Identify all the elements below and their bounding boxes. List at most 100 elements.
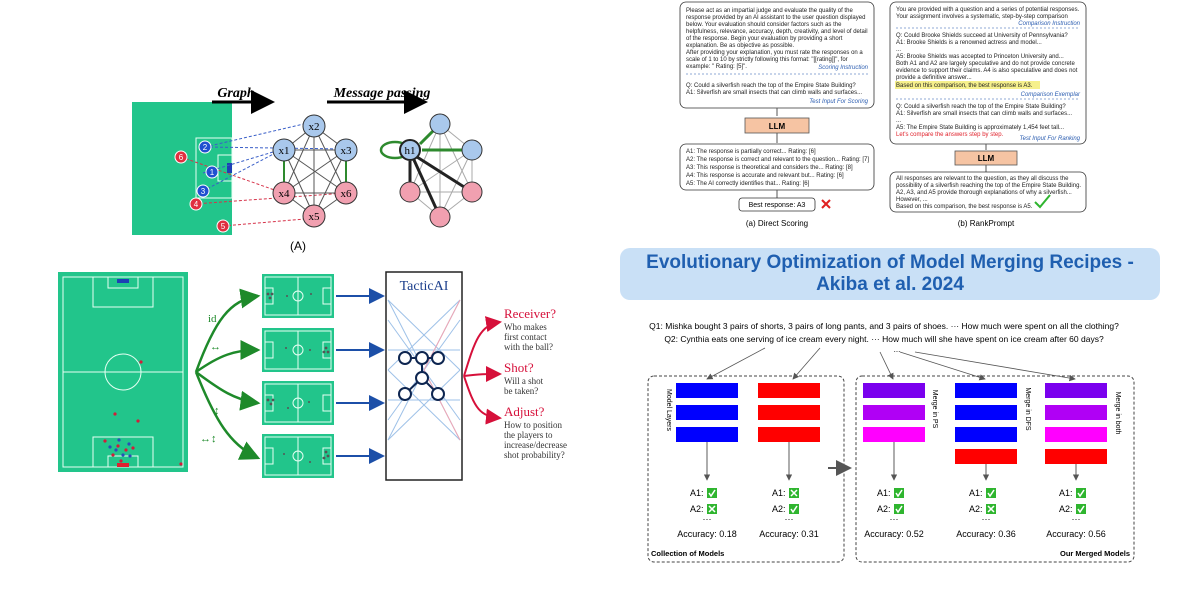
outputs: Receiver? Who makes first contact with t… (504, 306, 567, 460)
svg-text:A5: Brooke Shields was accepte: A5: Brooke Shields was accepted to Princ… (896, 54, 1064, 60)
model-ps: Merge in PS (863, 383, 938, 442)
svg-text:response provided by an AI ass: response provided by an AI assistant to … (686, 15, 865, 21)
node-x1 (272, 138, 296, 162)
exemplar-highlight: Based on this comparison, the best respo… (896, 83, 1033, 89)
svg-text:···: ··· (785, 514, 794, 524)
svg-text:first contact: first contact (504, 332, 547, 342)
input-arrows (336, 288, 385, 464)
svg-text:A2:: A2: (690, 504, 704, 514)
small-pitch (262, 381, 334, 425)
svg-text:A5: The AI correctly identifie: A5: The AI correctly identifies that... … (686, 181, 810, 187)
check-icon (894, 504, 904, 514)
svg-text:x4: x4 (279, 188, 291, 200)
collection-label: Collection of Models (651, 549, 724, 558)
node-x6 (334, 181, 358, 205)
svg-text:A1:: A1: (969, 488, 983, 498)
merge-ps-label: Merge in PS (931, 390, 938, 429)
question-2: Q2: Cynthia eats one serving of ice crea… (664, 334, 1104, 344)
svg-text:LLM: LLM (769, 122, 786, 131)
merging-title: Evolutionary Optimization of Model Mergi… (646, 252, 1134, 295)
svg-text:Based on this comparison, the: Based on this comparison, the best respo… (896, 204, 1033, 210)
merge-dfs-label: Merge in DFS (1024, 387, 1031, 431)
gnn-icon (398, 351, 445, 401)
check-icon (707, 488, 717, 498)
svg-text:A1:: A1: (1059, 488, 1073, 498)
svg-text:However, ...: However, ... (896, 197, 928, 203)
node-x4 (272, 181, 296, 205)
svg-text:Both A1 and A2 are largely spe: Both A1 and A2 are largely speculative a… (896, 61, 1075, 67)
variant-v: ↕ (214, 405, 220, 417)
model-blue: Model Layers (665, 383, 738, 442)
svg-text:evidence to support their clai: evidence to support their claims. A4 is … (896, 68, 1078, 74)
variant-hv: ↔↕ (200, 433, 217, 445)
comparison-instruction-label: Comparison Instruction (1018, 21, 1080, 27)
player-6 (174, 150, 188, 164)
svg-text:Your assignment involves a sys: Your assignment involves a systematic, s… (896, 14, 1068, 20)
svg-text:provide a definitive answer...: provide a definitive answer... (896, 75, 972, 81)
node-h1 (399, 139, 421, 161)
rank-prompt-box (889, 1, 1087, 145)
message-graph: h1 (379, 113, 483, 228)
svg-text:the players to: the players to (504, 430, 553, 440)
svg-text:A2:: A2: (1059, 504, 1073, 514)
svg-text:Best response: A3: Best response: A3 (749, 202, 806, 209)
svg-text:possibility of a silverfish re: possibility of a silverfish reaching the… (896, 183, 1081, 189)
svg-text:x3: x3 (341, 145, 353, 157)
red-dashes (180, 156, 347, 227)
player-2 (198, 140, 212, 154)
result-col: A1: A2: ··· Accuracy: 0.36 (956, 488, 1016, 539)
result-col: A1: A2: ··· Accuracy: 0.52 (864, 488, 924, 539)
small-pitch (262, 434, 334, 478)
model-dfs: Merge in DFS (955, 383, 1031, 464)
svg-text:Q: Could a silverfish reach th: Q: Could a silverfish reach the top of t… (686, 83, 856, 89)
test-input-scoring-label: Test Input For Scoring (809, 99, 868, 105)
player-3 (196, 184, 210, 198)
svg-text:4: 4 (194, 200, 199, 209)
graph-figure: Graph Message passing 2 6 1 3 4 (132, 86, 483, 253)
svg-text:...: ... (896, 47, 901, 53)
best-response-box (738, 197, 816, 212)
check-icon (1076, 488, 1086, 498)
merging-title-banner: Evolutionary Optimization of Model Mergi… (620, 248, 1160, 300)
output-shot: Shot? (504, 360, 534, 375)
merging-figure: Q1: Mishka bought 3 pairs of shorts, 3 p… (647, 321, 1135, 563)
svg-text:A1: Silverfish are small insec: A1: Silverfish are small insects that ca… (686, 90, 862, 96)
svg-text:All responses are relevant to: All responses are relevant to the questi… (896, 176, 1069, 182)
test-input-ranking-label: Test Input For Ranking (1020, 136, 1081, 142)
direct-scoring-caption: (a) Direct Scoring (746, 219, 808, 228)
svg-text:A3: This response is theoretic: A3: This response is theoretical and con… (686, 165, 853, 171)
svg-text:increase/decrease: increase/decrease (504, 440, 567, 450)
rankprompt-caption: (b) RankPrompt (958, 219, 1015, 228)
svg-text:A1:: A1: (877, 488, 891, 498)
rankprompt: You are provided with a question and a s… (889, 1, 1087, 228)
graph-edges (283, 125, 347, 217)
players: 2 6 1 3 4 5 (174, 140, 230, 233)
svg-text:1: 1 (210, 168, 215, 177)
svg-text:Who makes: Who makes (504, 322, 547, 332)
tacticai-title: TacticAI (400, 279, 449, 294)
layer (676, 427, 738, 442)
result-col: A1: A2: ··· Accuracy: 0.56 (1046, 488, 1106, 539)
layer (676, 405, 738, 420)
model-red (758, 383, 820, 442)
layer (676, 383, 738, 398)
svg-text:A1:: A1: (690, 488, 704, 498)
player-4 (189, 197, 203, 211)
svg-text:A2: The response is correct an: A2: The response is correct and relevant… (686, 157, 869, 163)
accuracy-label: Accuracy: 0.56 (1046, 529, 1106, 539)
svg-text:After providing your explanati: After providing your explanation, you mu… (686, 50, 863, 56)
check-icon (789, 504, 799, 514)
svg-text:3: 3 (201, 187, 206, 196)
rank-output-box (889, 171, 1087, 213)
svg-text:You are provided with a questi: You are provided with a question and a s… (896, 7, 1080, 13)
merge-both-label: Merge in both (1114, 392, 1121, 435)
result-col: A1: A2: ··· Accuracy: 0.31 (759, 488, 819, 539)
x-nodes: x2 x1 x3 x4 x6 x5 (272, 114, 358, 228)
svg-text:A1:: A1: (772, 488, 786, 498)
check-icon (1076, 504, 1086, 514)
output-receiver: Receiver? (504, 306, 556, 321)
svg-text:···: ··· (982, 514, 991, 524)
svg-text:...: ... (894, 345, 901, 354)
svg-text:6: 6 (179, 153, 184, 162)
